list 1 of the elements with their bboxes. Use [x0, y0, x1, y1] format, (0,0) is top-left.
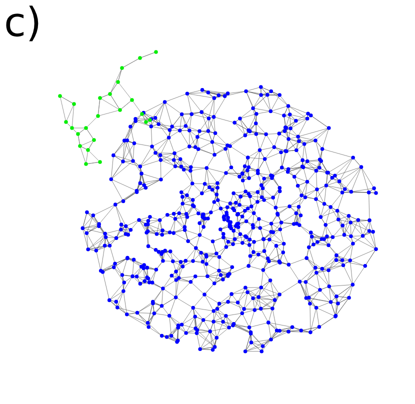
panel-label: c)	[4, 0, 42, 46]
